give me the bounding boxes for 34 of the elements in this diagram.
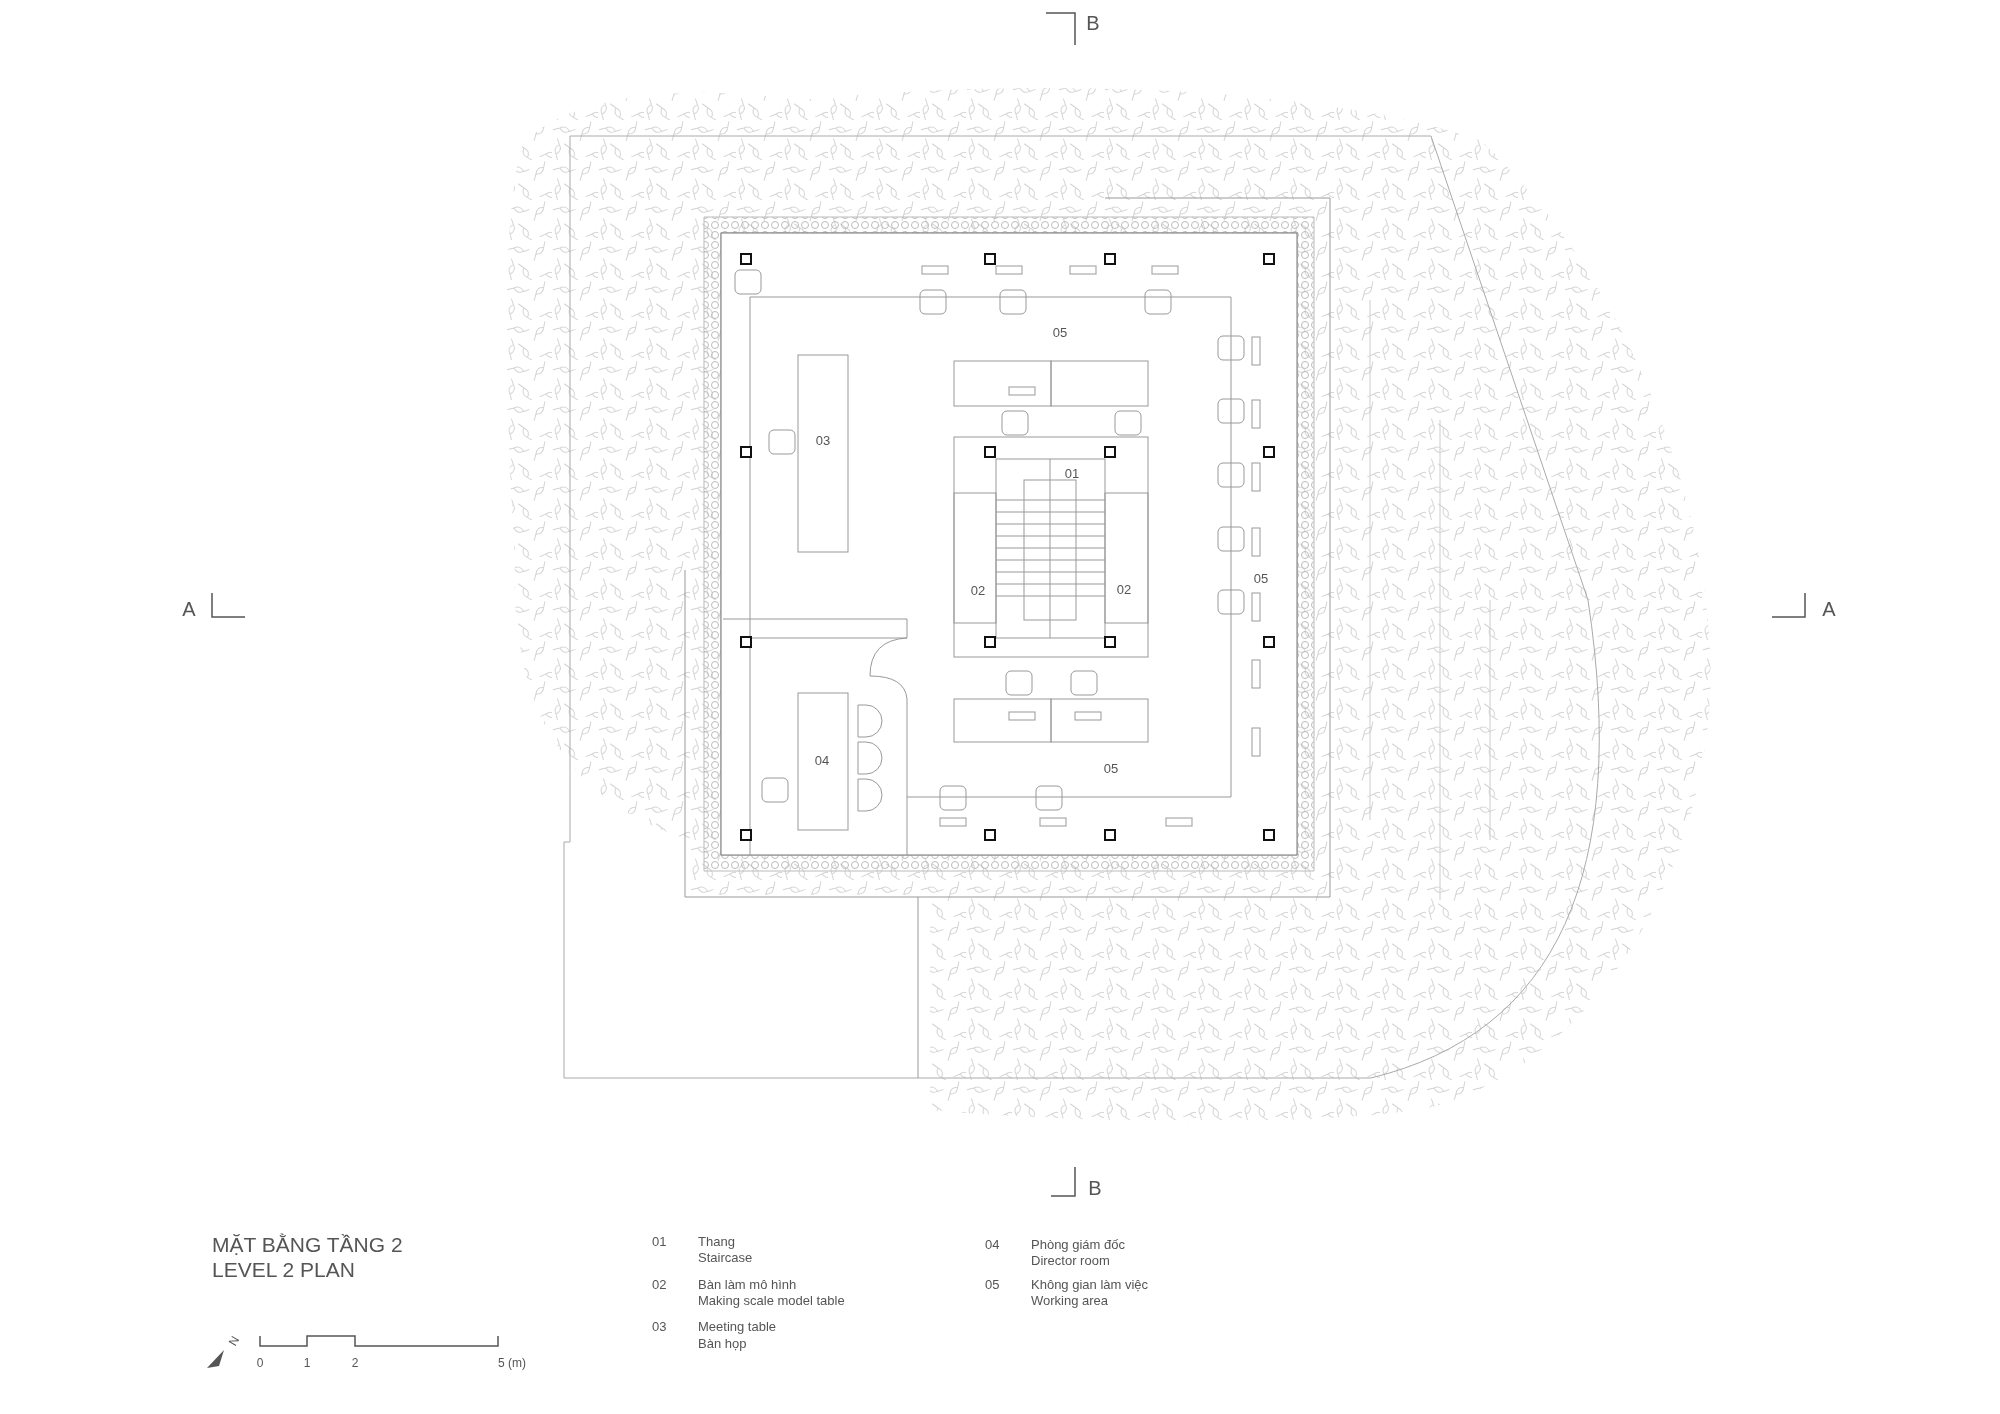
legend-number: 02 <box>652 1277 667 1291</box>
room-number: 02 <box>1116 582 1132 596</box>
plan-title: MẶT BẰNG TẦNG 2 <box>212 1233 403 1255</box>
room-number: 05 <box>1253 571 1269 585</box>
legend-number: 04 <box>985 1237 1000 1251</box>
legend-text: Staircase <box>698 1250 753 1264</box>
legend-number: 01 <box>652 1234 667 1248</box>
legend-text: Phòng giám đốc <box>1031 1237 1125 1251</box>
legend-text: Director room <box>1031 1253 1110 1267</box>
plan-title: LEVEL 2 PLAN <box>212 1258 355 1280</box>
legend-text: Không gian làm việc <box>1031 1277 1149 1291</box>
room-number: 04 <box>814 753 830 767</box>
room-number: 03 <box>815 433 831 447</box>
scale-label: 5 (m) <box>498 1357 526 1369</box>
section-label: A <box>1822 599 1836 619</box>
legend-text: Working area <box>1031 1293 1109 1307</box>
north-label: N <box>226 1334 242 1348</box>
legend-text: Making scale model table <box>698 1293 845 1307</box>
legend-text: Bàn làm mô hình <box>698 1277 797 1291</box>
room-number: 05 <box>1103 761 1119 775</box>
scale-label: 2 <box>351 1357 359 1369</box>
legend-text: Bàn họp <box>698 1336 747 1350</box>
legend-text: Thang <box>698 1234 735 1248</box>
room-number: 01 <box>1064 466 1080 480</box>
legend-text: Meeting table <box>698 1319 777 1333</box>
section-label: B <box>1086 13 1100 33</box>
room-number: 02 <box>970 583 986 597</box>
section-label: B <box>1088 1178 1102 1198</box>
scale-label: 1 <box>303 1357 311 1369</box>
legend-number: 03 <box>652 1319 667 1333</box>
scale-label: 0 <box>256 1357 264 1369</box>
legend-number: 05 <box>985 1277 1000 1291</box>
room-number: 05 <box>1052 325 1068 339</box>
section-label: A <box>182 599 196 619</box>
